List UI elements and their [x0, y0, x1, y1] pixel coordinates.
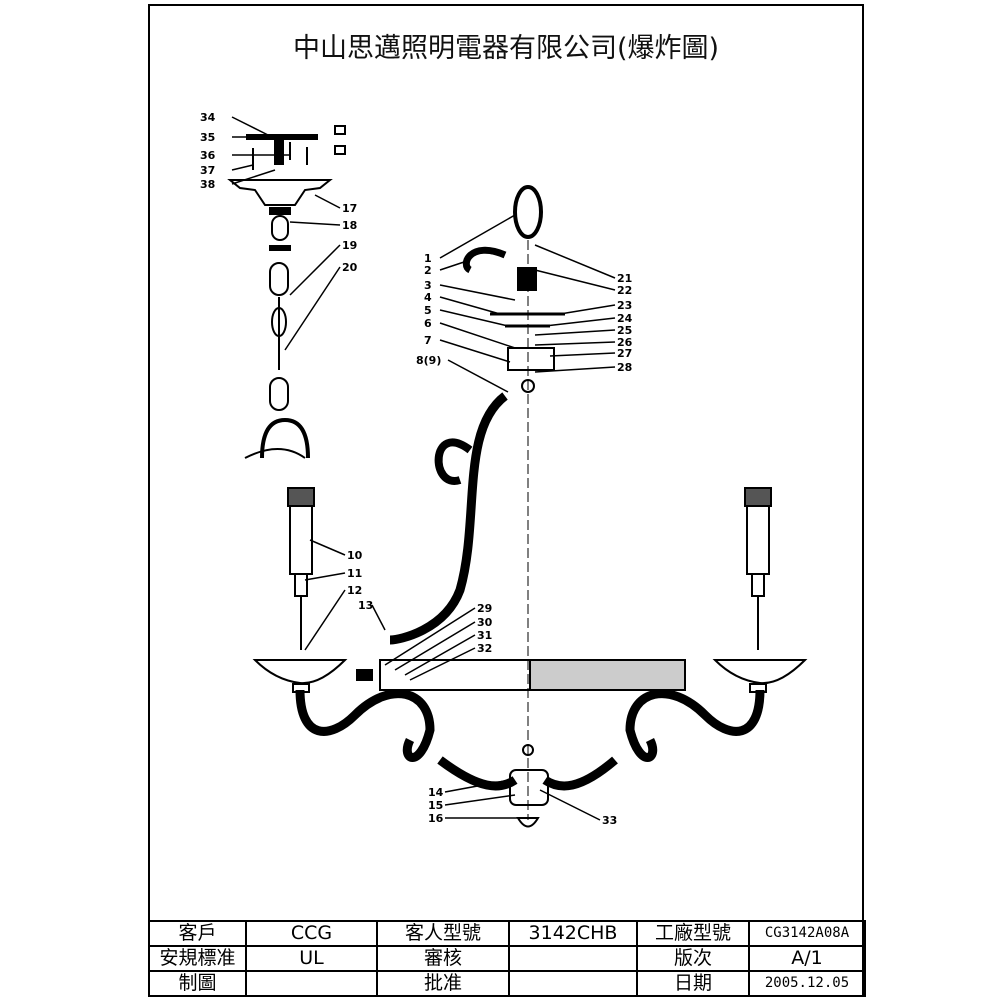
callout-22: 22 — [617, 284, 632, 297]
center-column — [295, 185, 765, 828]
canopy-assembly — [227, 125, 346, 459]
safety-value: UL — [245, 945, 378, 972]
callout-31: 31 — [477, 629, 492, 642]
factory-model-value: CG3142A08A — [748, 920, 866, 947]
customer-model-value: 3142CHB — [508, 920, 638, 947]
drawing-title: 中山思邁照明電器有限公司(爆炸圖) — [292, 33, 720, 64]
callout-20: 20 — [342, 261, 358, 274]
callout-16: 16 — [428, 812, 444, 825]
title-block-table: 客戶 CCG 客人型號 3142CHB 工廠型號 CG3142A08A 安規標准… — [148, 920, 866, 997]
version-label: 版次 — [636, 945, 750, 972]
callout-8-9: 8(9) — [416, 354, 441, 367]
approve-value — [508, 970, 638, 997]
drawn-label: 制圖 — [148, 970, 247, 997]
callout-23: 23 — [617, 299, 632, 312]
callout-11: 11 — [347, 567, 362, 580]
customer-value: CCG — [245, 920, 378, 947]
table-row: 安規標准 UL 審核 版次 A/1 — [148, 945, 866, 972]
factory-model-label: 工廠型號 — [636, 920, 750, 947]
version-value: A/1 — [748, 945, 866, 972]
callout-6: 6 — [424, 317, 432, 330]
callout-3: 3 — [424, 279, 432, 292]
callout-36: 36 — [200, 149, 216, 162]
callout-labels: 34 35 36 37 38 17 18 19 20 1 2 3 4 5 6 7… — [200, 111, 633, 827]
callout-7: 7 — [424, 334, 432, 347]
right-candle-arm — [712, 487, 808, 693]
callout-37: 37 — [200, 164, 215, 177]
date-label: 日期 — [636, 970, 750, 997]
customer-label: 客戶 — [148, 920, 247, 947]
review-label: 審核 — [376, 945, 510, 972]
callout-21: 21 — [617, 272, 632, 285]
customer-model-label: 客人型號 — [376, 920, 510, 947]
left-candle-arm — [252, 487, 348, 693]
callout-26: 26 — [617, 336, 633, 349]
drawn-value — [245, 970, 378, 997]
callout-19: 19 — [342, 239, 357, 252]
callout-1: 1 — [424, 252, 432, 265]
callout-18: 18 — [342, 219, 357, 232]
callout-17: 17 — [342, 202, 357, 215]
callout-24: 24 — [617, 312, 633, 325]
callout-29: 29 — [477, 602, 492, 615]
callout-35: 35 — [200, 131, 215, 144]
table-row: 客戶 CCG 客人型號 3142CHB 工廠型號 CG3142A08A — [148, 920, 866, 947]
drawing-frame — [148, 4, 864, 997]
callout-14: 14 — [428, 786, 444, 799]
callout-13: 13 — [358, 599, 373, 612]
callout-2: 2 — [424, 264, 432, 277]
callout-28: 28 — [617, 361, 632, 374]
review-value — [508, 945, 638, 972]
callout-12: 12 — [347, 584, 362, 597]
table-row: 制圖 批准 日期 2005.12.05 — [148, 970, 866, 997]
safety-label: 安規標准 — [148, 945, 247, 972]
callout-25: 25 — [617, 324, 632, 337]
callout-10: 10 — [347, 549, 363, 562]
callout-38: 38 — [200, 178, 215, 191]
callout-34: 34 — [200, 111, 216, 124]
callout-33: 33 — [602, 814, 617, 827]
callout-5: 5 — [424, 304, 432, 317]
date-value: 2005.12.05 — [748, 970, 866, 997]
callout-30: 30 — [477, 616, 493, 629]
leader-lines — [231, 116, 616, 821]
callout-15: 15 — [428, 799, 443, 812]
callout-27: 27 — [617, 347, 632, 360]
callout-4: 4 — [424, 291, 432, 304]
approve-label: 批准 — [376, 970, 510, 997]
callout-32: 32 — [477, 642, 492, 655]
